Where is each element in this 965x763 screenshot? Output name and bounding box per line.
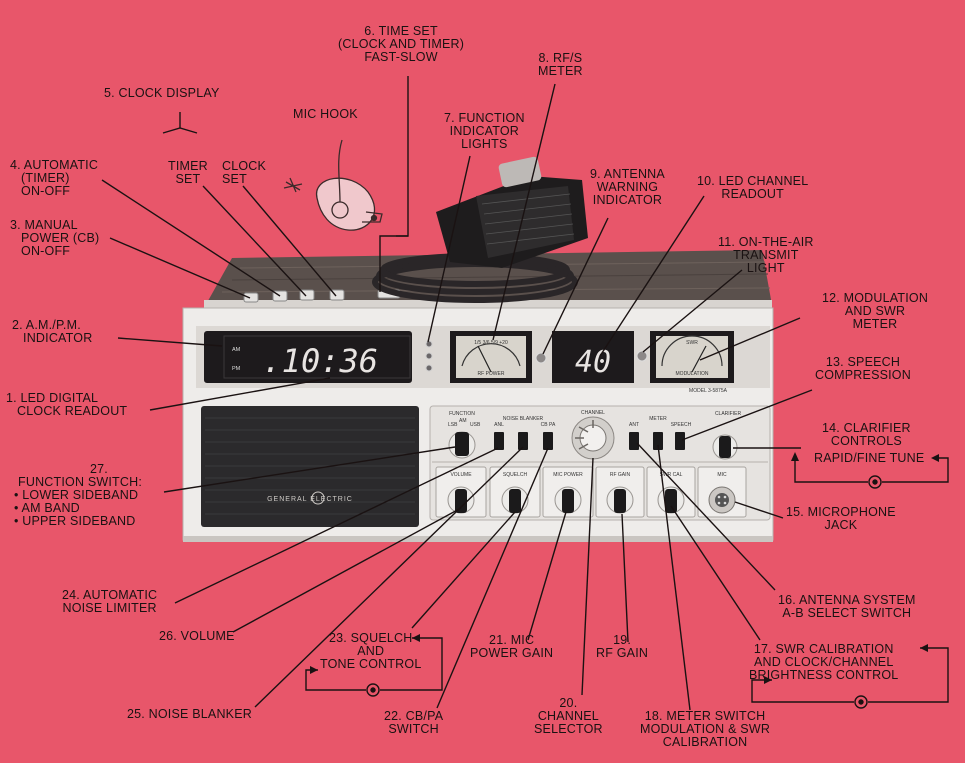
rf-gain-knob [614,489,626,513]
usb-panel-label: USB [470,422,481,428]
panel-text: AM PM .10:36 40 1/5 3/6 5/9 +20 RF POWER… [232,340,741,503]
lsb-panel-label: LSB [448,422,458,428]
mic-power-knob [562,489,574,513]
callout-mic-hook: MIC HOOK [293,107,358,121]
microphone-jack [715,493,729,507]
leader-lines [101,76,949,711]
channel-panel-label: CHANNEL [581,410,605,416]
cbpa-panel-label: CB PA [541,422,556,428]
mic-hook [283,139,383,231]
callout-2-am-pm-indicator: 2. A.M./P.M. INDICATOR [12,318,93,345]
mic-panel-label: MIC [717,472,727,478]
rfgain-panel-label: RF GAIN [610,472,631,478]
callout-20-channel-selector: 20. CHANNEL SELECTOR [534,696,603,736]
callout-8-rf-s-meter: 8. RF/S METER [538,51,583,78]
am-panel-label: AM [459,418,467,424]
callout-5-clock-display: 5. CLOCK DISPLAY [104,86,220,100]
callout-7-function-indicator: 7. FUNCTION INDICATOR LIGHTS [444,111,525,151]
meter2-label-text: MODULATION [676,371,709,377]
channel-display-window [552,331,634,383]
callout-17-swr-calibration: 17. SWR CALIBRATION AND CLOCK/CHANNEL BR… [749,642,899,682]
clock-am-text: AM [232,347,241,353]
squelch-knob [509,489,521,513]
callout-22-cb-pa-switch: 22. CB/PA SWITCH [384,709,444,736]
callout-4-automatic-timer: 4. AUTOMATIC (TIMER) ON-OFF [10,158,99,198]
callout-6-time-set: 6. TIME SET (CLOCK AND TIMER) FAST-SLOW [338,24,465,64]
callout-14-rapid-fine-tune: RAPID/FINE TUNE [814,451,925,465]
volume-knob [455,489,467,513]
callout-5-timer-set: TIMER SET [168,159,208,186]
callout-12-modulation-swr: 12. MODULATION AND SWR METER [822,291,929,331]
callout-19-rf-gain: 19. RF GAIN [596,633,649,660]
anl-panel-label: ANL [494,422,504,428]
callout-3-manual-power: 3. MANUAL POWER (CB) ON-OFF [10,218,100,258]
callout-14-clarifier-controls: 14. CLARIFIER CONTROLS [822,421,911,448]
callout-27-function-switch: 27.FUNCTION SWITCH:• LOWER SIDEBAND• AM … [14,462,143,528]
noise-blanker-switch [518,432,528,450]
callout-9-antenna-warning: 9. ANTENNA WARNING INDICATOR [590,167,665,207]
callout-11-on-the-air: 11. ON-THE-AIR TRANSMIT LIGHT [718,235,814,275]
meter1-label-text: RF POWER [478,371,505,377]
volume-panel-label: VOLUME [450,472,472,478]
clock-time-text: .10:36 [262,342,378,380]
meter1-scale-text: 1/5 3/6 5/9 +20 [474,340,508,346]
clock-display-window [204,331,412,383]
callout-15-microphone-jack: 15. MICROPHONE JACK [786,505,896,532]
antenna-ab-switch [629,432,639,450]
nb-panel-label: NOISE BLANKER [503,416,544,422]
callout-23-squelch-tone: 23. SQUELCH AND TONE CONTROL [320,631,422,671]
callout-25-noise-blanker: 25. NOISE BLANKER [127,707,252,721]
brand-text: GENERAL ELECTRIC [267,496,353,503]
clarifier-knob [719,436,731,458]
tune-knob-symbols [366,475,882,709]
swrcal-panel-label: SWR CAL [660,472,683,478]
cb-pa-switch [543,432,553,450]
front-panel [182,307,774,542]
meter-panel-label: METER [649,416,667,422]
micpower-panel-label: MIC POWER [553,472,583,478]
squelch-panel-label: SQUELCH [503,472,528,478]
callout-26-volume: 26. VOLUME [159,629,235,643]
anl-switch [494,432,504,450]
clarifier-panel-label: CLARIFIER [715,411,742,417]
speech-switch [675,432,685,450]
callout-21-mic-power-gain: 21. MIC POWER GAIN [470,633,554,660]
meter2-scale-text: SWR [686,340,698,346]
callout-16-antenna-system: 16. ANTENNA SYSTEM A-B SELECT SWITCH [778,593,916,620]
antenna-warning-led [535,352,547,364]
callout-13-speech-compression: 13. SPEECH COMPRESSION [815,355,911,382]
callout-18-meter-switch: 18. METER SWITCH MODULATION & SWR CALIBR… [640,709,771,749]
callout-5-clock-set: CLOCK SET [222,159,267,186]
callout-24-automatic-noise-limiter: 24. AUTOMATIC NOISE LIMITER [62,588,158,615]
meter-switch [653,432,663,450]
on-air-led [636,350,648,362]
microphone [436,156,588,268]
ant-panel-label: ANT [629,422,639,428]
callout-10-led-channel: 10. LED CHANNEL READOUT [697,174,809,201]
clock-pm-text: PM [232,366,241,372]
callout-1-led-digital-clock: 1. LED DIGITAL CLOCK READOUT [6,391,128,418]
channel-text: 40 [575,345,611,380]
function-panel-label: FUNCTION [449,411,475,417]
speech-panel-label: SPEECH [671,422,692,428]
bracket-arrows [310,452,939,684]
model-text: MODEL 3-5875A [689,388,728,394]
swr-cal-knob [665,489,677,513]
